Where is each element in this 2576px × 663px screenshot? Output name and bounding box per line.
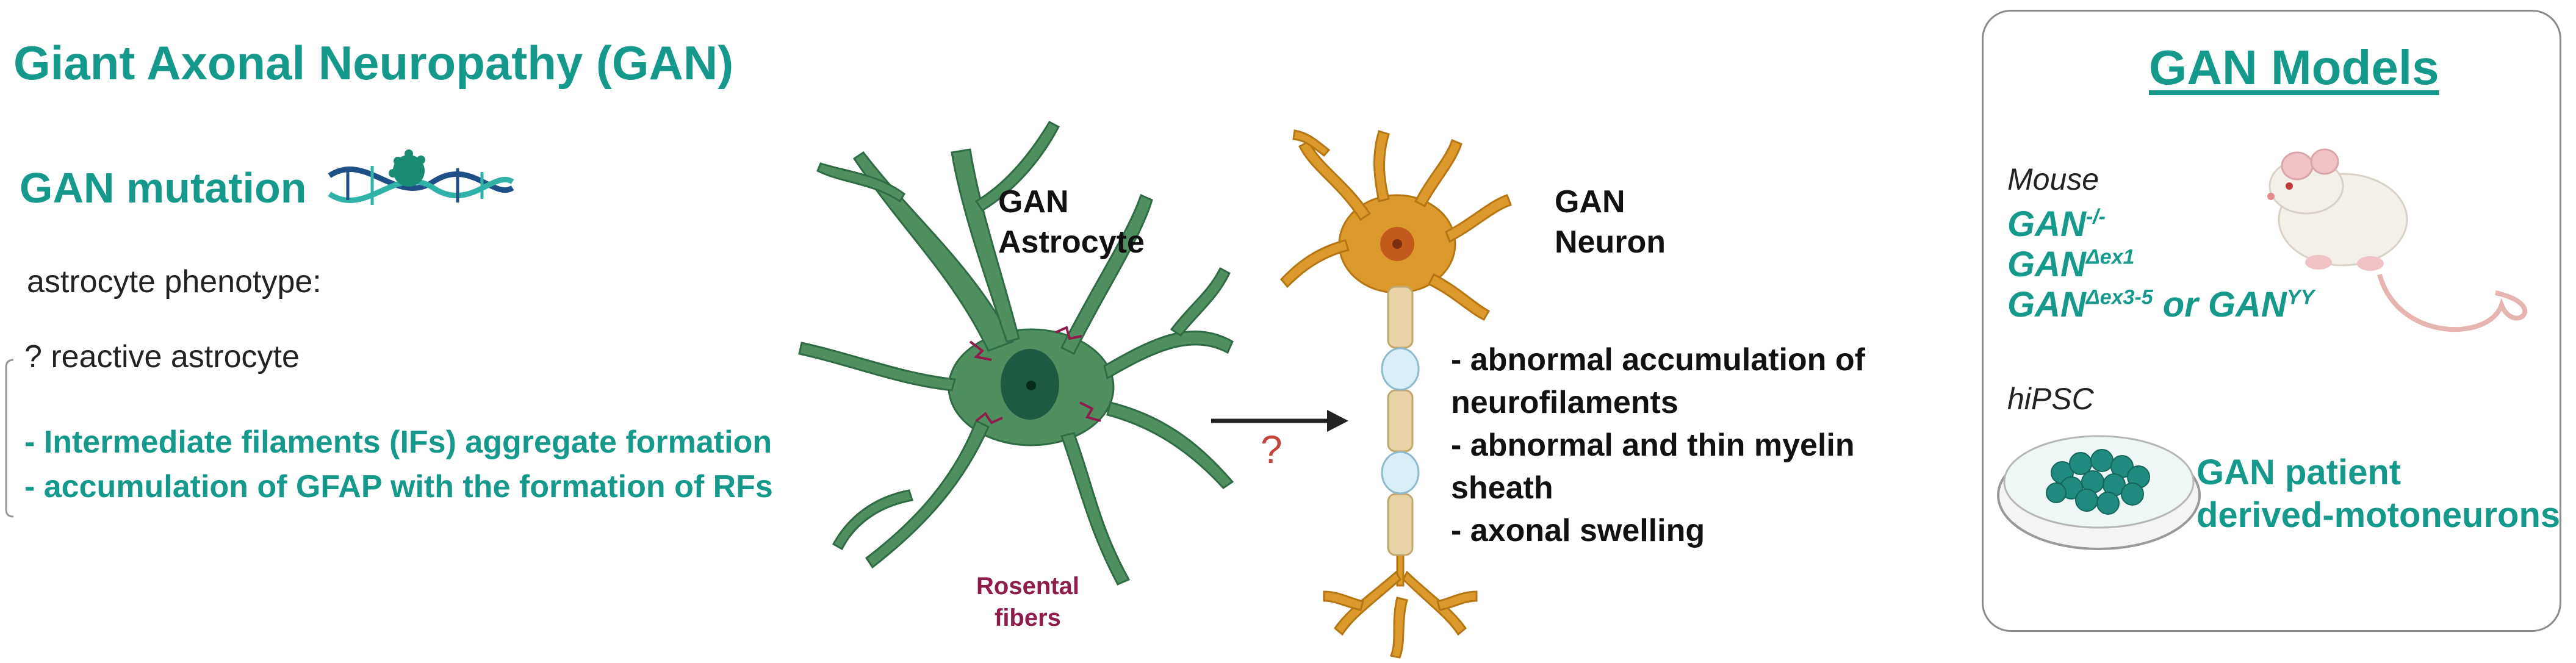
axonal-swellings — [1381, 347, 1420, 495]
phenotype-label: astrocyte phenotype: — [27, 264, 322, 299]
phenotype-point-1: - Intermediate filaments (IFs) aggregate… — [24, 425, 772, 460]
mouse-genotype-list: GAN-/- GANΔex1 GANΔex3-5 or GANYY — [2007, 204, 2314, 325]
models-title: GAN Models — [2149, 40, 2439, 95]
gan-models-panel — [1982, 10, 2561, 632]
genotype-delta-ex1: GANΔex1 — [2007, 245, 2135, 284]
neuron-point: neurofilaments — [1451, 385, 1678, 420]
hipsc-text-line2: derived-motoneurons — [2196, 495, 2561, 535]
neuron-point: - abnormal and thin myelin — [1451, 428, 1855, 463]
astrocyte-label-line2: Astrocyte — [998, 224, 1145, 260]
neuron-label-line1: GAN — [1555, 184, 1625, 220]
dna-icon — [328, 149, 514, 205]
astrocyte-nucleus — [1001, 349, 1059, 420]
arrow-icon — [1211, 410, 1348, 432]
page-title: Giant Axonal Neuropathy (GAN) — [13, 36, 734, 90]
mouse-label: Mouse — [2007, 162, 2099, 196]
petri-dish-icon — [1997, 435, 2201, 550]
hipsc-label: hiPSC — [2007, 382, 2094, 416]
mutation-label: GAN mutation — [20, 164, 307, 212]
neuron-label-line2: Neuron — [1555, 224, 1666, 260]
genotype-knockout: GAN-/- — [2007, 204, 2106, 244]
left-bracket — [5, 359, 14, 518]
rosental-label-line1: Rosental — [976, 573, 1079, 600]
rosental-label-line2: fibers — [995, 604, 1061, 631]
rosental-fibers-marks — [969, 326, 1101, 425]
phenotype-point-2: - accumulation of GFAP with the formatio… — [24, 469, 773, 504]
hipsc-description: GAN patient derived-motoneurons — [2196, 451, 2560, 537]
astrocyte-label: GAN Astrocyte — [998, 182, 1145, 262]
hipsc-text-line1: GAN patient — [2196, 453, 2402, 492]
neuron-point: - abnormal accumulation of — [1451, 342, 1865, 378]
astrocyte-label-line1: GAN — [998, 184, 1069, 220]
rosental-fibers-label: Rosental fibers — [976, 570, 1079, 634]
mouse-illustration — [2267, 148, 2528, 332]
astrocyte-illustration — [798, 121, 1234, 586]
neuron-phenotype-list: - abnormal accumulation of neurofilament… — [1451, 339, 1865, 552]
question-mark: ? — [1261, 428, 1283, 471]
neuron-label: GAN Neuron — [1555, 182, 1666, 262]
genotype-delta-ex3-5-or-yy: GANΔex3-5 or GANYY — [2007, 285, 2315, 324]
myelin-sheath — [1387, 285, 1414, 556]
reactive-label: ? reactive astrocyte — [24, 339, 300, 375]
neuron-nucleus — [1380, 227, 1414, 261]
neuron-point: sheath — [1451, 470, 1553, 506]
neuron-point: - axonal swelling — [1451, 513, 1705, 548]
